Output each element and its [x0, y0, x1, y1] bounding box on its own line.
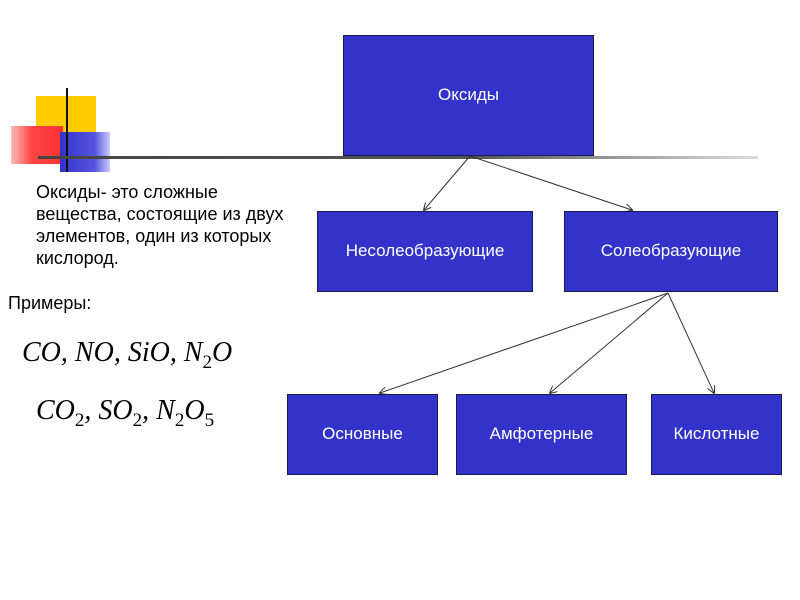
- formula-subscript: 2: [175, 410, 185, 431]
- node-amphoteric: Амфотерные: [456, 394, 627, 475]
- formula-subscript: 2: [203, 352, 213, 373]
- formula-term: ,: [114, 337, 128, 368]
- formula-term: CO: [36, 395, 75, 426]
- formula-term: ,: [170, 337, 184, 368]
- formula-term: N: [184, 337, 203, 368]
- formula-term: NO: [75, 337, 114, 368]
- node-oxides: Оксиды: [343, 35, 594, 156]
- formula-term: ,: [142, 395, 156, 426]
- arrow-to-salt: [470, 156, 632, 210]
- node-basic: Основные: [287, 394, 438, 475]
- formula-term: CO: [22, 337, 61, 368]
- arrow-to-basic: [380, 293, 668, 393]
- arrow-to-acidic: [668, 293, 714, 393]
- arrow-to-amphoteric: [550, 293, 668, 393]
- formula-line-2: CO2, SO2, N2O5: [36, 395, 214, 427]
- formula-term: SO: [98, 395, 132, 426]
- node-non-salt-forming: Несолеобразующие: [317, 211, 533, 292]
- formula-term: O: [184, 395, 204, 426]
- examples-label: Примеры:: [8, 293, 91, 314]
- formula-term: ,: [61, 337, 75, 368]
- node-acidic: Кислотные: [651, 394, 782, 475]
- formula-subscript: 5: [205, 410, 215, 431]
- formula-line-1: CO, NO, SiO, N2O: [22, 337, 232, 369]
- formula-subscript: 2: [133, 410, 143, 431]
- formula-term: ,: [84, 395, 98, 426]
- formula-term: O: [212, 337, 232, 368]
- formula-term: N: [156, 395, 175, 426]
- arrow-to-nonsalt: [424, 156, 470, 210]
- node-salt-forming: Солеобразующие: [564, 211, 778, 292]
- formula-term: SiO: [128, 337, 170, 368]
- formula-subscript: 2: [75, 410, 85, 431]
- oxide-definition: Оксиды- это сложные вещества, состоящие …: [36, 181, 306, 269]
